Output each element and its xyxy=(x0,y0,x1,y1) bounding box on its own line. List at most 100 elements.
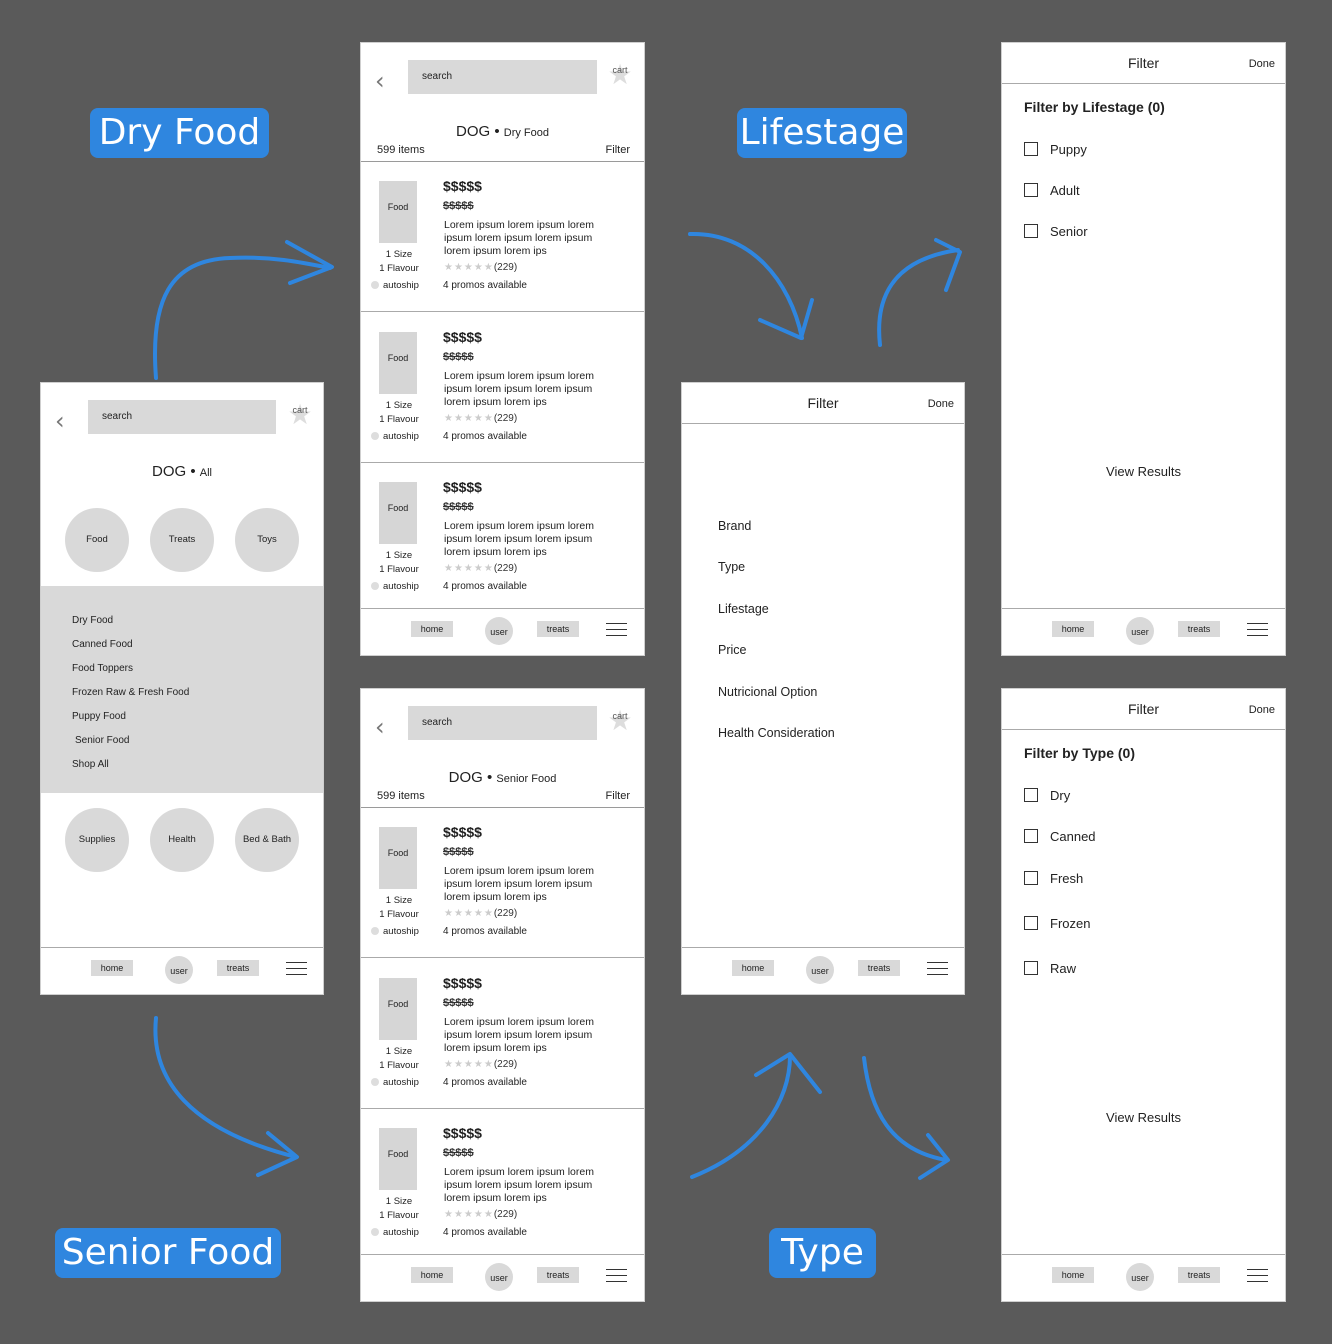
filter-button[interactable]: Filter xyxy=(605,790,630,802)
autoship-toggle[interactable]: autoship xyxy=(371,1077,419,1088)
category-treats[interactable]: Treats xyxy=(150,508,214,572)
checkbox-icon[interactable] xyxy=(1024,788,1038,802)
search-input[interactable]: search xyxy=(88,400,276,434)
product-card[interactable]: Food 1 Size 1 Flavour autoship $$$$$ $$$… xyxy=(361,808,644,958)
menu-senior-food[interactable]: Senior Food xyxy=(75,735,130,746)
cart-icon[interactable]: ★cart xyxy=(607,59,633,90)
product-image[interactable]: Food xyxy=(379,332,417,394)
promos-link[interactable]: 4 promos available xyxy=(443,581,527,592)
filter-button[interactable]: Filter xyxy=(605,144,630,156)
product-image[interactable]: Food xyxy=(379,978,417,1040)
hamburger-icon[interactable] xyxy=(1247,1269,1268,1287)
cart-icon[interactable]: ★cart xyxy=(287,399,313,430)
product-image[interactable]: Food xyxy=(379,482,417,544)
nav-treats[interactable]: treats xyxy=(537,621,579,637)
product-card[interactable]: Food 1 Size 1 Flavour autoship $$$$$ $$$… xyxy=(361,959,644,1109)
checkbox-icon[interactable] xyxy=(1024,183,1038,197)
nav-user[interactable]: user xyxy=(806,956,834,984)
nav-user[interactable]: user xyxy=(165,956,193,984)
nav-user[interactable]: user xyxy=(1126,617,1154,645)
autoship-toggle[interactable]: autoship xyxy=(371,581,419,592)
nav-treats[interactable]: treats xyxy=(1178,621,1220,637)
option-dry[interactable]: Dry xyxy=(1024,788,1070,803)
nav-home[interactable]: home xyxy=(1052,1267,1094,1283)
menu-shop-all[interactable]: Shop All xyxy=(72,759,109,770)
product-card[interactable]: Food 1 Size 1 Flavour autoship $$$$$ $$$… xyxy=(361,1109,644,1259)
category-bed-bath[interactable]: Bed & Bath xyxy=(235,808,299,872)
category-supplies[interactable]: Supplies xyxy=(65,808,129,872)
promos-link[interactable]: 4 promos available xyxy=(443,1227,527,1238)
filter-type[interactable]: Type xyxy=(718,560,746,574)
hamburger-icon[interactable] xyxy=(606,623,627,641)
cart-icon[interactable]: ★cart xyxy=(607,705,633,736)
checkbox-icon[interactable] xyxy=(1024,142,1038,156)
radio-icon[interactable] xyxy=(371,432,379,441)
radio-icon[interactable] xyxy=(371,281,379,290)
promos-link[interactable]: 4 promos available xyxy=(443,280,527,291)
chevron-left-icon[interactable]: ‹ xyxy=(375,67,385,95)
option-fresh[interactable]: Fresh xyxy=(1024,871,1083,886)
hamburger-icon[interactable] xyxy=(286,962,307,980)
radio-icon[interactable] xyxy=(371,927,379,936)
hamburger-icon[interactable] xyxy=(927,962,948,980)
done-button[interactable]: Done xyxy=(927,398,954,410)
category-toys[interactable]: Toys xyxy=(235,508,299,572)
option-canned[interactable]: Canned xyxy=(1024,829,1096,844)
option-senior[interactable]: Senior xyxy=(1024,224,1088,239)
autoship-toggle[interactable]: autoship xyxy=(371,1227,419,1238)
search-input[interactable]: search xyxy=(408,60,597,94)
view-results-button[interactable]: View Results xyxy=(1106,1110,1181,1125)
filter-lifestage[interactable]: Lifestage xyxy=(718,602,769,616)
done-button[interactable]: Done xyxy=(1248,704,1275,716)
done-button[interactable]: Done xyxy=(1248,58,1275,70)
nav-home[interactable]: home xyxy=(411,621,453,637)
autoship-toggle[interactable]: autoship xyxy=(371,431,419,442)
menu-dry-food[interactable]: Dry Food xyxy=(72,615,114,626)
promos-link[interactable]: 4 promos available xyxy=(443,926,527,937)
radio-icon[interactable] xyxy=(371,1228,379,1237)
autoship-toggle[interactable]: autoship xyxy=(371,926,419,937)
checkbox-icon[interactable] xyxy=(1024,916,1038,930)
option-puppy[interactable]: Puppy xyxy=(1024,142,1087,157)
radio-icon[interactable] xyxy=(371,1078,379,1087)
autoship-toggle[interactable]: autoship xyxy=(371,280,419,291)
nav-treats[interactable]: treats xyxy=(858,960,900,976)
menu-puppy-food[interactable]: Puppy Food xyxy=(72,711,126,722)
option-raw[interactable]: Raw xyxy=(1024,961,1076,976)
chevron-left-icon[interactable]: ‹ xyxy=(55,407,65,435)
promos-link[interactable]: 4 promos available xyxy=(443,431,527,442)
nav-treats[interactable]: treats xyxy=(1178,1267,1220,1283)
product-image[interactable]: Food xyxy=(379,181,417,243)
nav-treats[interactable]: treats xyxy=(217,960,259,976)
nav-user[interactable]: user xyxy=(485,617,513,645)
nav-user[interactable]: user xyxy=(485,1263,513,1291)
option-frozen[interactable]: Frozen xyxy=(1024,916,1090,931)
radio-icon[interactable] xyxy=(371,582,379,591)
filter-price[interactable]: Price xyxy=(718,643,747,657)
filter-nutritional-option[interactable]: Nutricional Option xyxy=(718,685,818,699)
product-image[interactable]: Food xyxy=(379,827,417,889)
checkbox-icon[interactable] xyxy=(1024,871,1038,885)
hamburger-icon[interactable] xyxy=(606,1269,627,1287)
checkbox-icon[interactable] xyxy=(1024,224,1038,238)
nav-home[interactable]: home xyxy=(1052,621,1094,637)
menu-frozen-raw[interactable]: Frozen Raw & Fresh Food xyxy=(72,687,190,698)
product-image[interactable]: Food xyxy=(379,1128,417,1190)
nav-treats[interactable]: treats xyxy=(537,1267,579,1283)
checkbox-icon[interactable] xyxy=(1024,961,1038,975)
nav-home[interactable]: home xyxy=(732,960,774,976)
nav-home[interactable]: home xyxy=(91,960,133,976)
chevron-left-icon[interactable]: ‹ xyxy=(375,713,385,741)
hamburger-icon[interactable] xyxy=(1247,623,1268,641)
promos-link[interactable]: 4 promos available xyxy=(443,1077,527,1088)
filter-brand[interactable]: Brand xyxy=(718,519,752,533)
product-card[interactable]: Food 1 Size 1 Flavour autoship $$$$$ $$$… xyxy=(361,313,644,463)
product-card[interactable]: Food 1 Size 1 Flavour autoship $$$$$ $$$… xyxy=(361,463,644,613)
menu-canned-food[interactable]: Canned Food xyxy=(72,639,133,650)
nav-user[interactable]: user xyxy=(1126,1263,1154,1291)
menu-food-toppers[interactable]: Food Toppers xyxy=(72,663,133,674)
checkbox-icon[interactable] xyxy=(1024,829,1038,843)
view-results-button[interactable]: View Results xyxy=(1106,464,1181,479)
nav-home[interactable]: home xyxy=(411,1267,453,1283)
option-adult[interactable]: Adult xyxy=(1024,183,1080,198)
